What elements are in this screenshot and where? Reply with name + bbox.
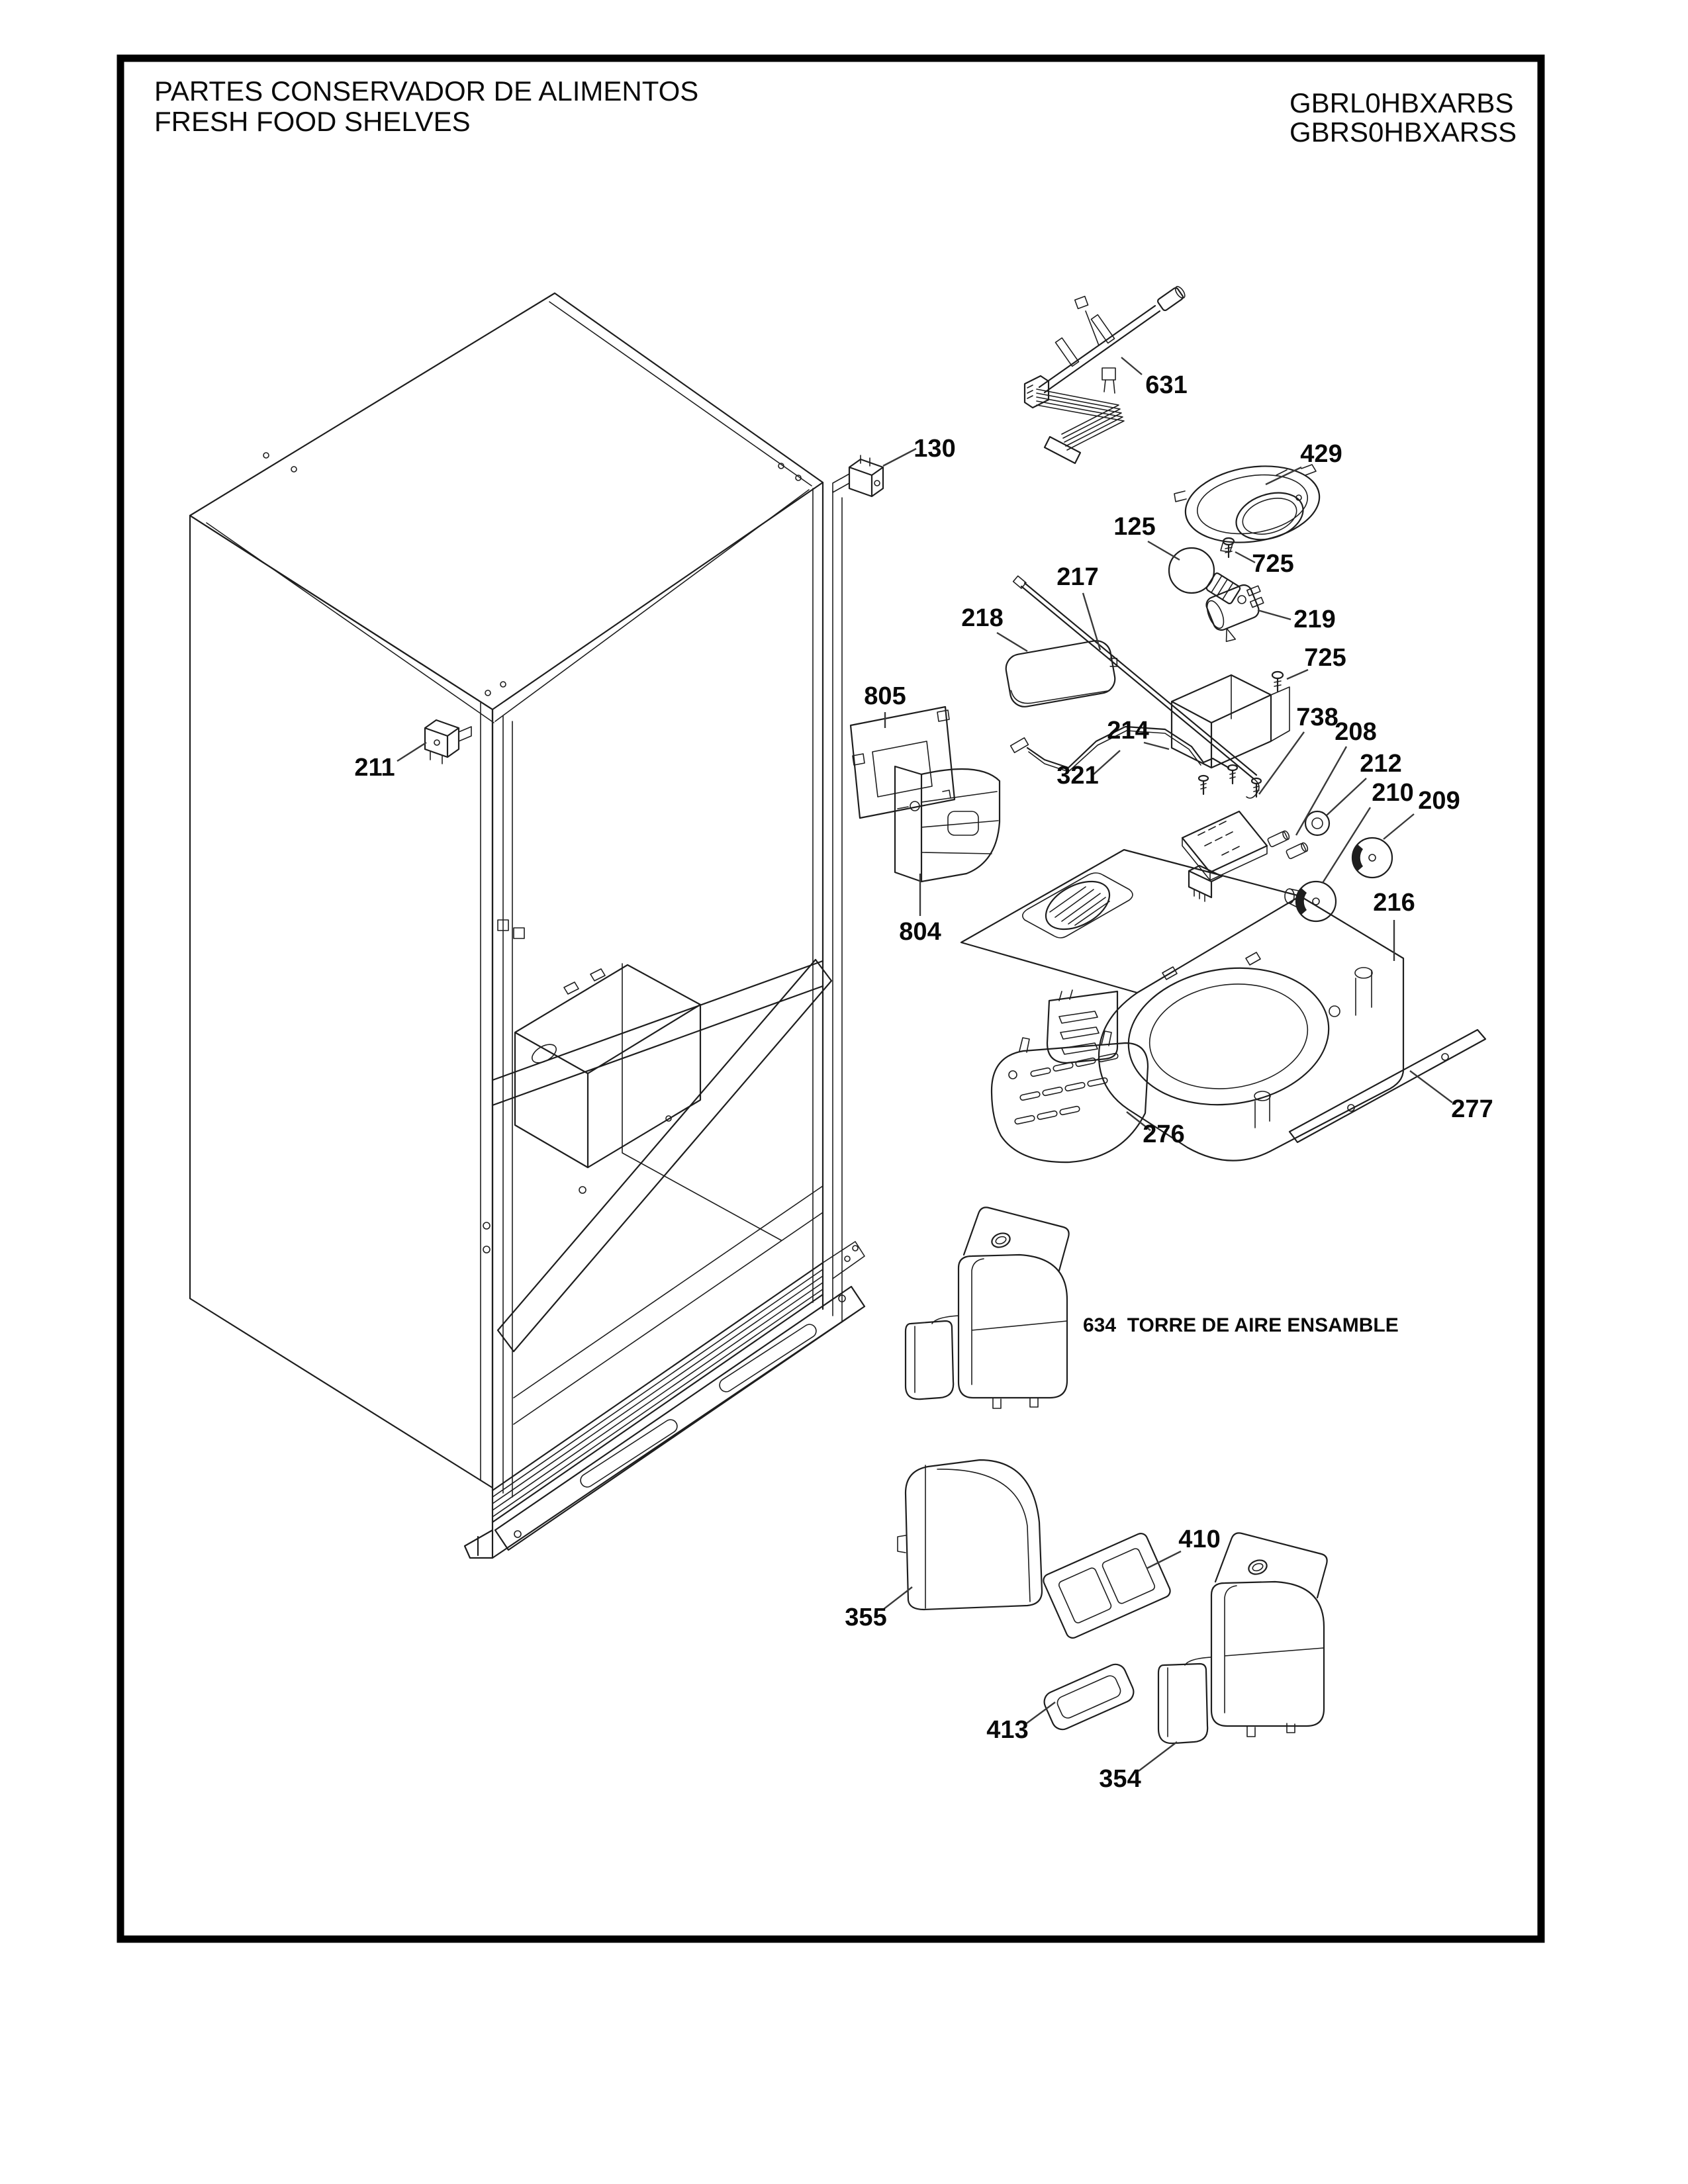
part-callout-804: 804	[899, 918, 941, 946]
leader-line-354	[1138, 1741, 1178, 1772]
part-callout-219: 219	[1293, 606, 1335, 633]
leader-line-631	[1121, 357, 1143, 375]
exploded-view-drawing	[189, 286, 1487, 1745]
leader-line-130	[882, 447, 917, 467]
switch-130-drawing	[832, 455, 884, 498]
air-tower-354-drawing	[1157, 1532, 1328, 1745]
part-callout-429: 429	[1300, 440, 1342, 468]
part-callout-211: 211	[354, 754, 395, 782]
leader-line-208	[1295, 746, 1348, 836]
washer-212	[1304, 810, 1331, 837]
damper-214-drawing	[1170, 674, 1290, 769]
rod-217-drawing	[1012, 575, 1260, 799]
part-callout-277: 277	[1451, 1095, 1493, 1123]
part-callout-321: 321	[1056, 762, 1098, 790]
harness-631-drawing	[1023, 286, 1186, 465]
leader-line-211	[397, 741, 427, 762]
lens-218-drawing	[1005, 640, 1118, 707]
part-callout-725-bottom: 725	[1304, 644, 1346, 672]
part-callout-738: 738	[1296, 704, 1338, 731]
socket-219-drawing	[1205, 584, 1264, 643]
model-number-1: GBRL0HBXARBS	[1289, 87, 1513, 118]
part-callout-218: 218	[961, 604, 1003, 632]
frame-410-drawing	[1043, 1533, 1171, 1639]
leader-line-277	[1409, 1070, 1453, 1103]
leader-line-725-top	[1235, 551, 1256, 564]
cabinet-drawing	[189, 292, 866, 1559]
leader-line-210	[1321, 807, 1372, 884]
standoffs-208	[1267, 830, 1309, 860]
cover-355-drawing	[897, 1459, 1043, 1611]
part-callout-125: 125	[1113, 513, 1155, 541]
control-board-drawing	[1181, 764, 1393, 923]
screw-725-top-drawing	[1222, 537, 1235, 559]
knob-209	[1351, 837, 1393, 879]
leader-line-218	[996, 631, 1028, 653]
model-number-2: GBRS0HBXARSS	[1289, 116, 1517, 148]
leader-line-219	[1257, 609, 1291, 621]
lamp-shroud-429-drawing	[1174, 464, 1321, 553]
part-callout-212: 212	[1360, 750, 1401, 778]
grille-276-drawing	[990, 1030, 1149, 1163]
part-callout-210: 210	[1372, 779, 1413, 807]
leader-line-209	[1383, 813, 1415, 840]
bracket-804-drawing	[894, 765, 1001, 883]
leader-line-725-bottom	[1286, 668, 1309, 680]
panel-805-drawing	[849, 705, 956, 819]
blade-277-drawing	[1288, 1028, 1487, 1144]
part-callout-354: 354	[1099, 1765, 1141, 1793]
leader-line-355	[882, 1586, 913, 1610]
screws-738	[1197, 764, 1262, 798]
knob-210	[1284, 880, 1337, 923]
housing-216-drawing	[960, 848, 1405, 1161]
part-callout-410: 410	[1178, 1525, 1220, 1553]
part-callout-276: 276	[1143, 1120, 1184, 1148]
leader-line-214	[1143, 741, 1170, 751]
header-block: PARTES CONSERVADOR DE ALIMENTOS FRESH FO…	[154, 75, 1517, 148]
leader-line-276	[1126, 1111, 1151, 1131]
leader-line-321	[1093, 750, 1121, 775]
page-border	[117, 54, 1545, 1943]
part-callout-208: 208	[1335, 718, 1376, 746]
part-callout-413: 413	[986, 1716, 1028, 1744]
leader-line-413	[1024, 1702, 1056, 1725]
leader-line-410	[1146, 1550, 1182, 1570]
leader-line-429	[1265, 466, 1302, 486]
switch-211-drawing	[424, 719, 472, 764]
wire-321-drawing	[1009, 725, 1230, 772]
leader-line-738	[1258, 731, 1305, 795]
screw-725-bottom-drawing	[1271, 670, 1284, 692]
louver-bracket-216	[1046, 989, 1119, 1064]
callout-layer: 631 130 429 125 725 217 219 218 725 805 738 214 208 2…	[354, 357, 1493, 1793]
part-callout-217: 217	[1056, 563, 1098, 591]
bulb-125-drawing	[1168, 547, 1246, 604]
part-callout-355: 355	[845, 1604, 886, 1631]
page-title-line1: PARTES CONSERVADOR DE ALIMENTOS	[154, 75, 698, 107]
part-callout-130: 130	[914, 435, 955, 463]
air-tower-634-drawing	[904, 1206, 1070, 1409]
part-callout-214: 214	[1107, 717, 1149, 745]
part-callout-725-top: 725	[1252, 550, 1293, 578]
gasket-413-drawing	[1043, 1663, 1135, 1731]
part-callout-805: 805	[864, 682, 906, 710]
part-callout-631: 631	[1145, 371, 1187, 399]
leader-line-217	[1082, 592, 1102, 651]
part-callout-216: 216	[1373, 889, 1415, 917]
part-callout-209: 209	[1418, 787, 1460, 815]
leader-line-125	[1147, 540, 1180, 561]
leader-line-212	[1326, 778, 1367, 816]
part-callout-634-note: 634 TORRE DE AIRE ENSAMBLE	[1083, 1314, 1399, 1336]
page-title-line2: FRESH FOOD SHELVES	[154, 106, 471, 137]
